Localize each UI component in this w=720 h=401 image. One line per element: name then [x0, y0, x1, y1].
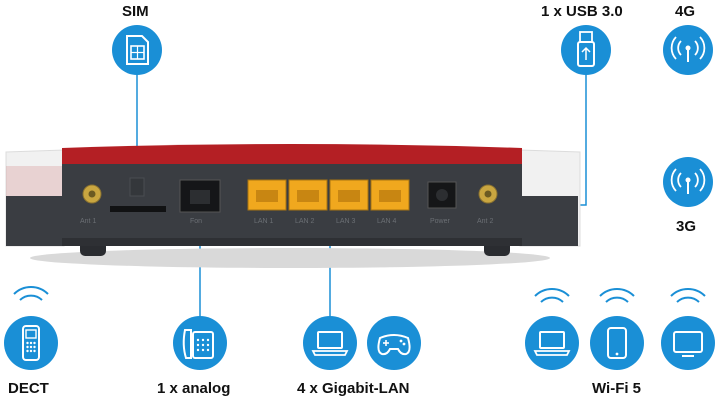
sim-slot-cover: [129, 177, 145, 197]
usb-label: 1 x USB 3.0: [541, 3, 623, 20]
antenna-signal-icon-4g: [663, 25, 713, 75]
router-red-band: [62, 144, 522, 166]
router-left-side: [6, 196, 62, 246]
wifi-label: Wi-Fi 5: [592, 380, 642, 397]
dect-label: DECT: [8, 380, 49, 397]
gamepad-icon: [367, 316, 421, 370]
port-label-fon: Fon: [190, 218, 203, 225]
3g-label: 3G: [676, 218, 697, 235]
router-shadow: [30, 248, 550, 268]
router-right-side: [522, 196, 578, 246]
tv-icon: [661, 316, 715, 370]
port-label-lan2: LAN 2: [295, 218, 315, 225]
port-label-lan4: LAN 4: [377, 218, 397, 225]
usb-stick-icon: [561, 25, 611, 75]
sim-slot: [110, 206, 166, 212]
analog-label: 1 x analog: [157, 380, 231, 397]
antenna-signal-icon-3g: [663, 157, 713, 207]
port-label-ant1: Ant 1: [80, 218, 97, 225]
router: [5, 144, 581, 268]
laptop-icon-wifi: [525, 316, 579, 370]
tablet-icon: [590, 316, 644, 370]
cordless-phone-icon: [4, 316, 58, 370]
lan-ports: [247, 179, 410, 211]
port-label-lan1: LAN 1: [254, 218, 274, 225]
sim-icon: [112, 25, 162, 75]
port-label-lan3: LAN 3: [336, 218, 356, 225]
laptop-icon-lan: [303, 316, 357, 370]
analog-phone-icon: [173, 316, 227, 370]
wifi-waves: [534, 287, 706, 303]
dect-wifi-waves: [13, 285, 49, 301]
port-label-ant2: Ant 2: [477, 218, 494, 225]
4g-label: 4G: [675, 3, 696, 20]
sim-label: SIM: [122, 3, 149, 20]
lan-label: 4 x Gigabit-LAN: [297, 380, 410, 397]
port-label-power: Power: [430, 218, 450, 225]
